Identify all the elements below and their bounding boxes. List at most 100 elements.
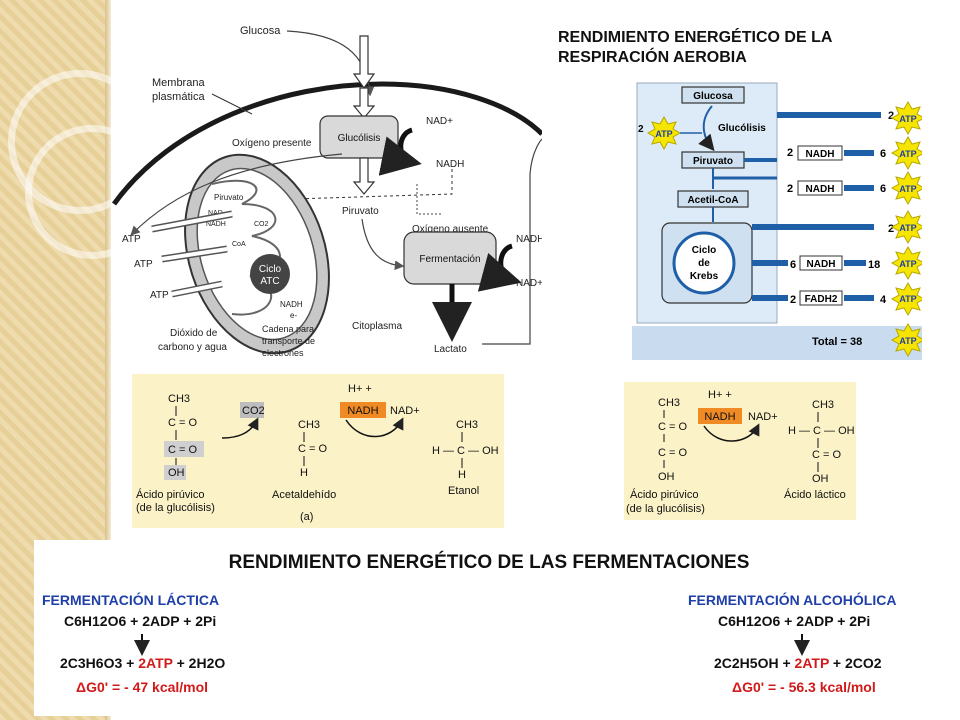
yield-row-3-count: 2	[787, 183, 793, 195]
alcohol-product: 2C2H5OH + 2ATP + 2CO2	[714, 655, 882, 671]
alc-ethanol-label: Etanol	[448, 485, 479, 497]
lactic-reaction-panel: CH3 C = O C = O OH Ácido pirúvico (de la…	[624, 382, 856, 520]
alc-acetaldehyde-co: C = O	[298, 443, 327, 455]
nad-label: NAD+	[426, 116, 453, 127]
yield-row-3: 2 NADH 6 ATP	[713, 170, 922, 206]
atp-star-icon	[890, 281, 922, 317]
yield-row-2-atp: ATP	[899, 149, 916, 159]
lactic-delta-g: ΔG0' = - 47 kcal/mol	[76, 679, 208, 695]
yield-row-2-carrier-box	[797, 145, 843, 161]
alc-co-2: C = O	[168, 444, 197, 456]
yield-row-1-result: 2	[888, 110, 894, 122]
lac-lactic-label: Ácido láctico	[784, 488, 846, 501]
nadh-label: NADH	[436, 159, 464, 170]
decorative-strip-edge	[105, 0, 111, 720]
atp-star-icon	[890, 245, 922, 281]
lac-nadh-box	[698, 408, 742, 424]
lac-h-plus: H+ +	[708, 389, 732, 401]
mito-cycle-label-1: Ciclo	[259, 264, 282, 275]
chain-label-2: transporte de	[262, 336, 315, 346]
lac-nad-plus: NAD+	[748, 411, 778, 423]
yield-cycle-label-3: Krebs	[690, 271, 719, 282]
mito-co2-label: CO2	[254, 221, 269, 228]
chain-label-1: Cadena para	[262, 324, 314, 334]
lac-nadh: NADH	[704, 411, 735, 423]
yield-row-3-carrier: NADH	[806, 184, 835, 195]
oxygen-present-label: Oxígeno presente	[232, 138, 312, 149]
alc-nadh-box	[340, 402, 386, 418]
alcoholic-reaction-panel: CH3 C = O C = O OH Ácido pirúvico (de la…	[132, 374, 504, 528]
yield-row-5-count: 6	[790, 259, 796, 271]
alcohol-delta-g: ΔG0' = - 56.3 kcal/mol	[732, 679, 876, 695]
yield-row-1-atp: ATP	[899, 114, 916, 124]
lactic-product-atp: 2ATP	[138, 655, 173, 671]
yield-row-5: 6 NADH 18 ATP	[752, 245, 922, 281]
lac-oh: OH	[658, 471, 675, 483]
membrane-label-1: Membrana	[152, 77, 205, 89]
yield-row-4: 2 ATP	[752, 209, 922, 245]
atp-output-2: ATP	[134, 259, 153, 270]
yield-row-6-atp: ATP	[899, 294, 916, 304]
yield-row-2: 2 NADH 6 ATP	[744, 135, 922, 171]
lac-lactic-co: C = O	[812, 449, 841, 461]
alc-co2: CO2	[242, 405, 265, 417]
yield-acetyl-label: Acetil-CoA	[687, 195, 738, 206]
fermentation-yield-title: RENDIMIENTO ENERGÉTICO DE LAS FERMENTACI…	[229, 551, 750, 573]
yield-row-3-atp: ATP	[899, 184, 916, 194]
yield-input-count: 2	[638, 124, 644, 135]
alcohol-product-atp: 2ATP	[795, 655, 830, 671]
lac-glycolysis-label: (de la glucólisis)	[626, 503, 705, 515]
slide-title-line-1: RENDIMIENTO ENERGÉTICO DE LA	[558, 29, 833, 46]
yield-row-6: 2 FADH2 4 ATP	[752, 281, 922, 317]
yield-row-2-result: 6	[880, 148, 886, 160]
mito-cycle-label-2: ATC	[260, 276, 279, 287]
alc-ethanol-ch3: CH3	[456, 419, 478, 431]
alc-nadh: NADH	[347, 405, 378, 417]
mito-nadh-label: NADH	[206, 221, 226, 228]
lactic-product-part-1: 2C3H6O3 +	[60, 655, 138, 671]
alc-acetaldehyde-label: Acetaldehído	[272, 489, 336, 501]
co2-water-label-2: carbono y agua	[158, 342, 227, 353]
yield-row-6-carrier: FADH2	[805, 294, 838, 305]
yield-row-5-result: 18	[868, 259, 880, 271]
atp-output-3: ATP	[150, 290, 169, 301]
alcohol-delta-g-label: ΔG0' =	[732, 679, 780, 695]
atp-star-icon	[890, 209, 922, 245]
alc-h-plus: H+ +	[348, 383, 372, 395]
co2-water-label-1: Dióxido de	[170, 328, 218, 339]
fermentation-nad-label: NAD+	[516, 278, 542, 289]
yield-row-6-count: 2	[790, 294, 796, 306]
alc-ethanol-hcoh: H — C — OH	[432, 445, 499, 457]
alc-label-a: (a)	[300, 511, 313, 523]
lac-co-1: C = O	[658, 421, 687, 433]
alc-nad-plus: NAD+	[390, 405, 420, 417]
glucose-label: Glucosa	[240, 25, 281, 37]
cytoplasm-label: Citoplasma	[352, 321, 402, 332]
mito-e-label: e-	[290, 311, 297, 320]
slide-title-line-2: RESPIRACIÓN AEROBIA	[558, 49, 747, 66]
lactate-label: Lactato	[434, 344, 467, 355]
alc-oh: OH	[168, 467, 185, 479]
alcohol-product-part-1: 2C2H5OH +	[714, 655, 795, 671]
lactic-delta-g-label: ΔG0' =	[76, 679, 124, 695]
fermentation-label: Fermentación	[419, 254, 480, 265]
mito-coa-label: CoA	[232, 241, 246, 248]
alcohol-title: FERMENTACIÓN ALCOHÓLICA	[688, 591, 896, 608]
mito-nad-label: NAD	[208, 210, 223, 217]
pyruvate-label: Piruvato	[342, 206, 379, 217]
yield-cycle-label-1: Ciclo	[692, 245, 716, 256]
yield-row-2-carrier: NADH	[806, 149, 835, 160]
atp-yield-diagram: Glucosa Glucólisis Piruvato Acetil-CoA C…	[632, 80, 922, 360]
fermentation-yield-panel: RENDIMIENTO ENERGÉTICO DE LAS FERMENTACI…	[34, 540, 944, 716]
lac-pyruvic-label: Ácido pirúvico	[630, 488, 698, 501]
yield-row-5-atp: ATP	[899, 259, 916, 269]
atp-output-1: ATP	[122, 234, 141, 245]
alc-ch3: CH3	[168, 393, 190, 405]
yield-row-3-result: 6	[880, 183, 886, 195]
alc-co-1: C = O	[168, 417, 197, 429]
alc-pyruvic-label: Ácido pirúvico	[136, 488, 204, 501]
fermentation-nadh-label: NADH	[516, 234, 542, 245]
yield-input-atp-label: ATP	[655, 129, 672, 139]
yield-input-atp-star	[646, 115, 682, 151]
chain-label-3: electrones	[262, 348, 304, 358]
